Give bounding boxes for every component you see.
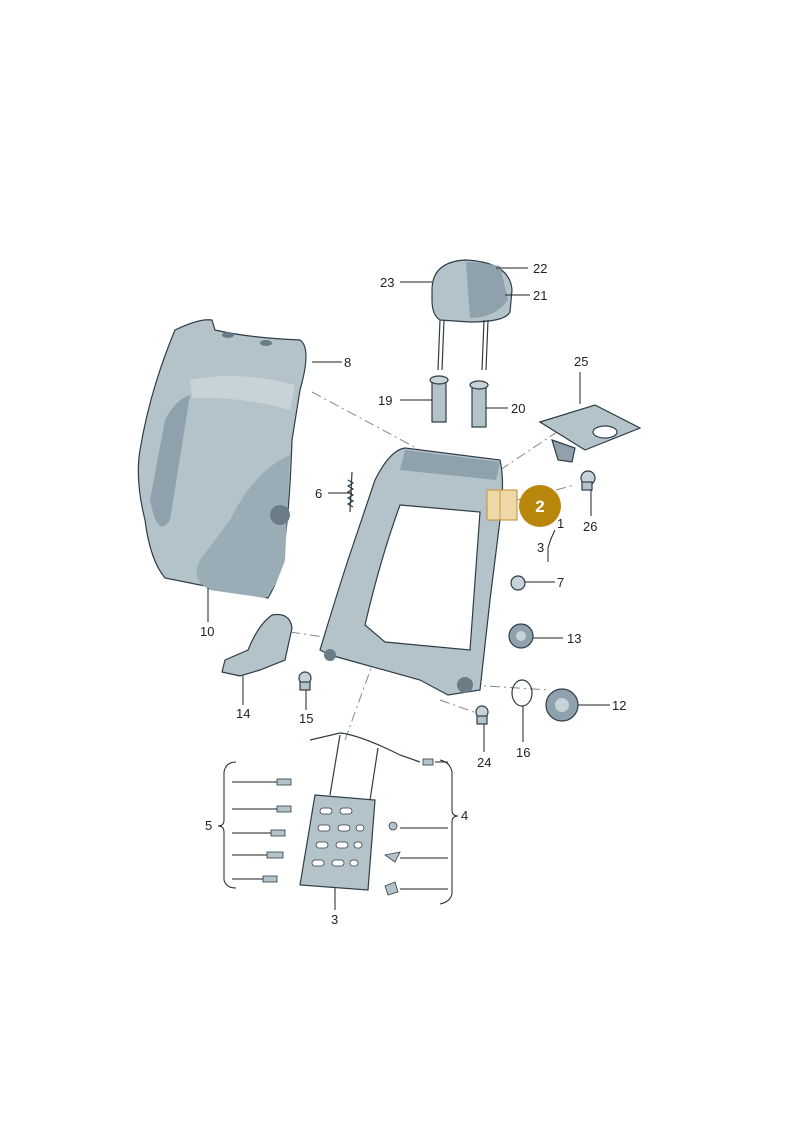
- label-1: 1: [557, 516, 564, 531]
- callout-label: 2: [535, 497, 544, 516]
- highlighted-part-2: [486, 489, 518, 521]
- part-number-labels: 22 21 23 8 19 20 25 6 26 1 3 7 13 12 10 …: [200, 261, 626, 927]
- label-22: 22: [533, 261, 547, 276]
- side-bracket-part: [221, 613, 293, 677]
- small-fasteners: [298, 470, 596, 725]
- adjuster-knobs: [508, 623, 579, 722]
- label-8: 8: [344, 355, 351, 370]
- clip-parts-set: [262, 778, 292, 883]
- label-4: 4: [461, 808, 468, 823]
- label-15: 15: [299, 711, 313, 726]
- label-3-upper: 3: [537, 540, 544, 555]
- label-20: 20: [511, 401, 525, 416]
- control-panel-part: [538, 404, 642, 463]
- headrest-part: [431, 259, 513, 371]
- label-16: 16: [516, 745, 530, 760]
- label-6: 6: [315, 486, 322, 501]
- lumbar-support-part: [299, 732, 421, 891]
- headrest-guide-sleeves: [429, 375, 489, 428]
- label-5: 5: [205, 818, 212, 833]
- label-10: 10: [200, 624, 214, 639]
- label-25: 25: [574, 354, 588, 369]
- backrest-cover-part: [137, 319, 307, 599]
- fastener-parts-set: [384, 758, 434, 896]
- callout-circle: [519, 485, 561, 527]
- label-26: 26: [583, 519, 597, 534]
- label-19: 19: [378, 393, 392, 408]
- label-13: 13: [567, 631, 581, 646]
- label-7: 7: [557, 575, 564, 590]
- label-24: 24: [477, 755, 491, 770]
- leader-lines: [207, 267, 610, 910]
- part-2-callout: 2: [519, 485, 561, 527]
- tension-spring-part: [346, 471, 355, 513]
- label-3-lower: 3: [331, 912, 338, 927]
- label-21: 21: [533, 288, 547, 303]
- label-12: 12: [612, 698, 626, 713]
- label-23: 23: [380, 275, 394, 290]
- label-14: 14: [236, 706, 250, 721]
- backrest-frame-part: [319, 447, 504, 696]
